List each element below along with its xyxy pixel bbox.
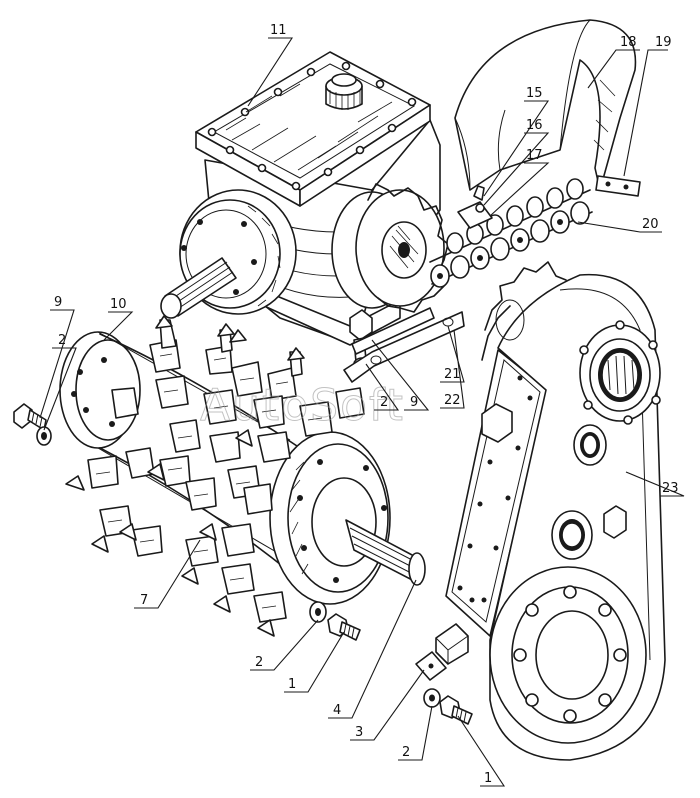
callout-labels: 11 18 19 15 16 17 20 9 10 2 21 22 2 9 23…	[54, 23, 679, 786]
callout-2-bottom: 2	[402, 745, 410, 760]
callout-15: 15	[526, 86, 543, 101]
callout-21: 21	[444, 367, 461, 382]
callout-10: 10	[110, 297, 127, 312]
callout-2-mid: 2	[380, 395, 388, 410]
leader-lines	[39, 37, 685, 787]
rotor-drum	[59, 331, 426, 605]
input-flange-shaft	[160, 189, 297, 319]
watermark-text: AutoSoft	[200, 380, 405, 431]
callout-11: 11	[270, 23, 287, 38]
callout-1-bottom: 1	[484, 771, 492, 786]
callout-2-left: 2	[58, 333, 66, 348]
callout-20: 20	[642, 217, 659, 232]
callout-19: 19	[655, 35, 672, 50]
callout-23: 23	[662, 481, 679, 496]
callout-22: 22	[444, 393, 461, 408]
callout-16: 16	[526, 118, 543, 133]
callout-17: 17	[526, 148, 543, 163]
drive-chain	[429, 178, 593, 288]
callout-7: 7	[140, 593, 148, 608]
callout-4: 4	[333, 703, 341, 718]
callout-3: 3	[355, 725, 363, 740]
fasteners	[13, 307, 473, 725]
callout-2-rotor: 2	[255, 655, 263, 670]
gearbox-sprocket	[331, 183, 449, 313]
callout-1-rotor: 1	[288, 677, 296, 692]
chain-guard	[454, 19, 641, 197]
chain-case	[435, 261, 666, 761]
callout-18: 18	[620, 35, 637, 50]
callout-9-mid: 9	[410, 395, 418, 410]
tiller-blades	[65, 315, 365, 637]
callout-9-left: 9	[54, 295, 62, 310]
